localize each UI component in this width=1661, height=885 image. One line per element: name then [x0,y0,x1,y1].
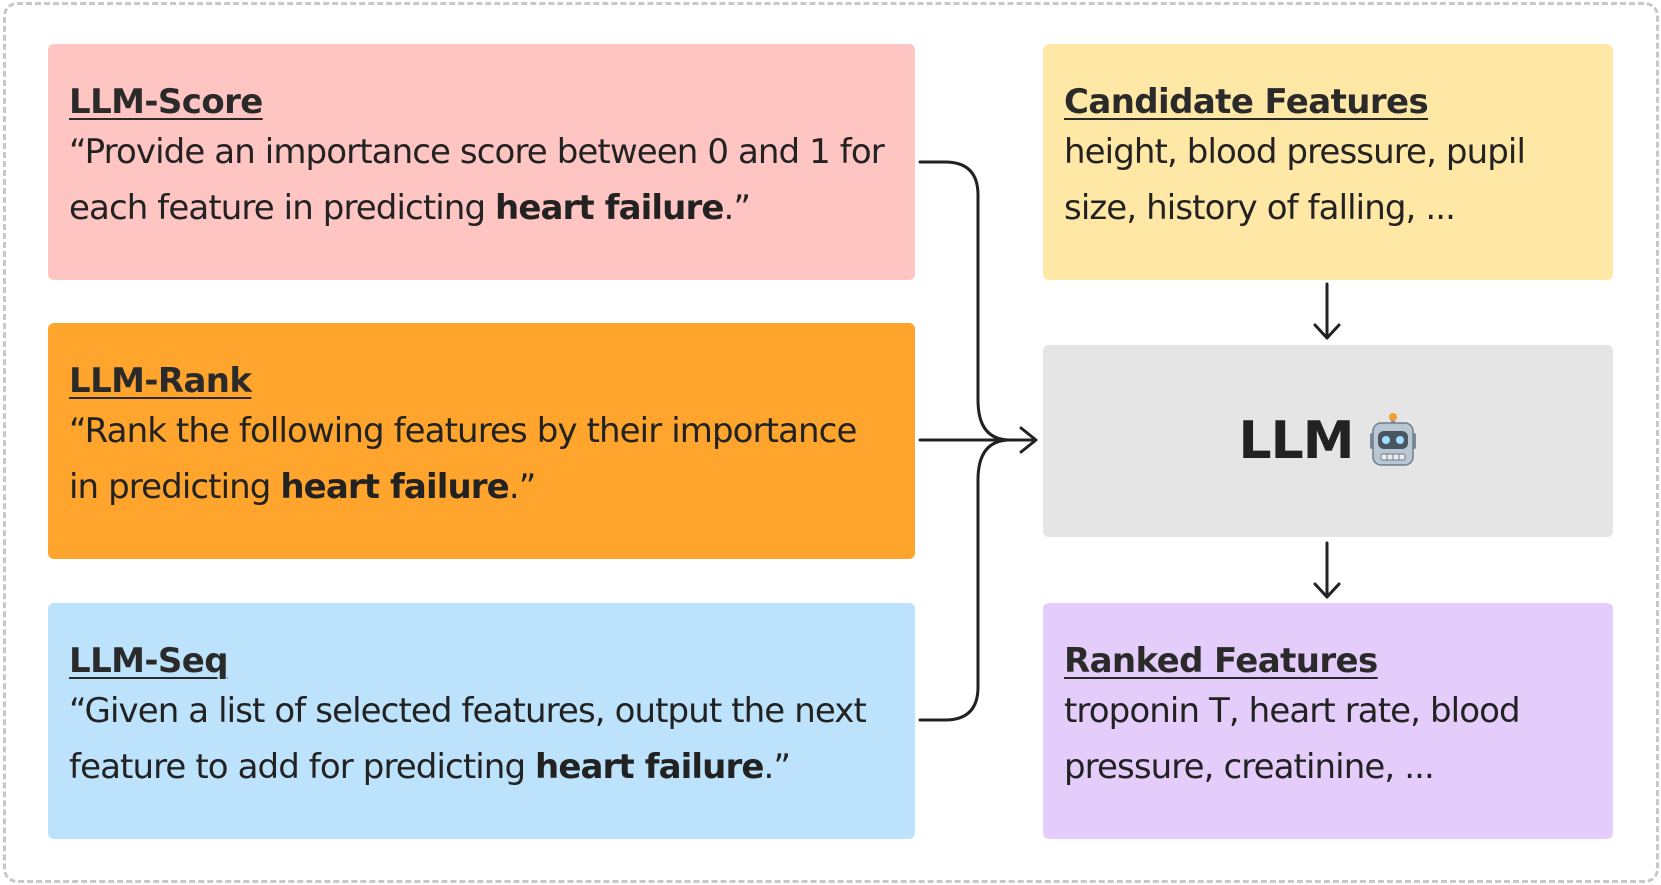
llm-score-box: LLM-Score “Provide an importance score b… [48,44,915,280]
score-to-llm-connector [918,160,1012,442]
llm-seq-title: LLM-Seq [69,641,229,681]
llm-rank-prompt-end: .” [508,467,537,507]
llm-score-prompt: “Provide an importance score between 0 a… [69,124,895,236]
llm-rank-prompt: “Rank the following features by their im… [69,403,895,515]
robot-icon [1369,413,1416,466]
llm-seq-prompt-text: “Given a list of selected features, outp… [69,691,867,787]
candidate-features-title: Candidate Features [1064,82,1429,122]
candidate-to-llm-arrowhead [1313,323,1341,340]
llm-seq-prompt-target: heart failure [535,747,764,787]
llm-label: LLM [1238,411,1354,471]
llm-rank-title: LLM-Rank [69,361,252,401]
llm-score-prompt-text: “Provide an importance score between 0 a… [69,132,885,228]
ranked-features-list: troponin T, heart rate, blood pressure, … [1064,691,1521,787]
llm-score-prompt-end: .” [723,188,752,228]
candidate-features-list: height, blood pressure, pupil size, hist… [1064,132,1526,228]
llm-score-prompt-target: heart failure [495,188,724,228]
llm-seq-box: LLM-Seq “Given a list of selected featur… [48,603,915,839]
llm-to-ranked-arrowhead [1313,582,1341,599]
llm-rank-prompt-text: “Rank the following features by their im… [69,411,857,507]
merge-arrowhead [1019,426,1038,454]
llm-score-title: LLM-Score [69,82,263,122]
llm-rank-box: LLM-Rank “Rank the following features by… [48,323,915,559]
ranked-features-title: Ranked Features [1064,641,1378,681]
candidate-features-box: Candidate Features height, blood pressur… [1043,44,1613,280]
llm-box: LLM [1043,345,1613,537]
llm-rank-prompt-target: heart failure [280,467,509,507]
llm-seq-prompt: “Given a list of selected features, outp… [69,683,895,795]
seq-to-llm-connector [918,438,1012,722]
llm-seq-prompt-end: .” [763,747,792,787]
ranked-features-box: Ranked Features troponin T, heart rate, … [1043,603,1613,839]
diagram-frame [3,2,1659,883]
